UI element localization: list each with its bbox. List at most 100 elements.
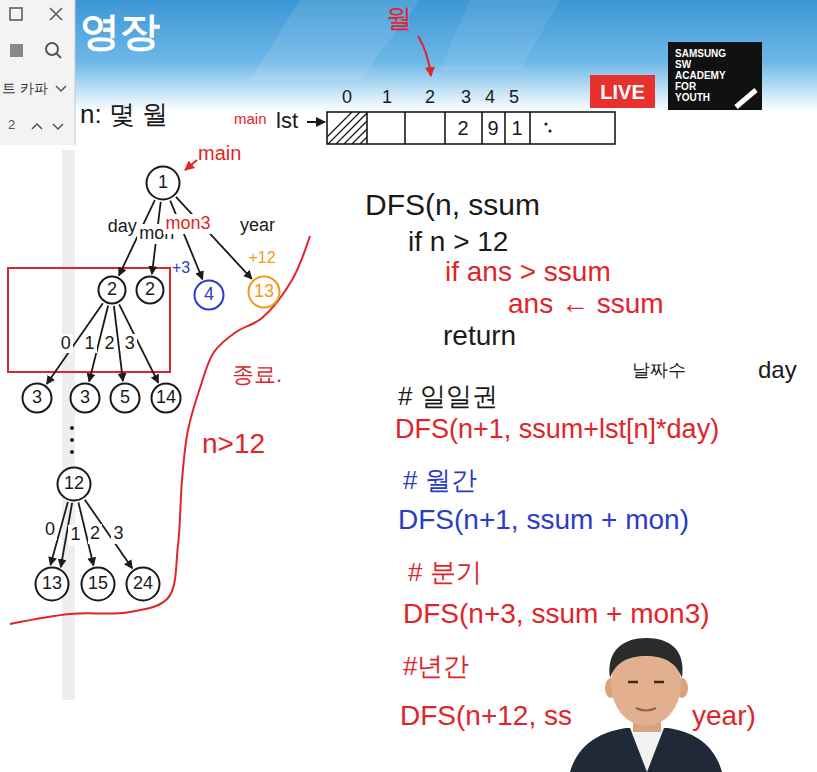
handwritten-note: day [758, 356, 797, 384]
presenter-shirt [630, 728, 664, 772]
array-index: 0 [342, 87, 352, 108]
chevron-icon [56, 86, 66, 91]
sidebar-border [75, 0, 76, 145]
sidebar-panel [0, 0, 75, 145]
handwritten-note: 날짜수 [632, 360, 686, 381]
tree-node: 13 [247, 275, 281, 309]
handwritten-note: 종료. [232, 362, 282, 387]
array-index: 1 [382, 87, 392, 108]
code-line: return [443, 320, 516, 352]
node-circle [137, 277, 164, 304]
window-icon [10, 8, 22, 20]
logo-stripe [736, 90, 756, 107]
tree-node: 4 [193, 279, 225, 311]
presenter-hair [609, 638, 682, 678]
tree-arrow [85, 500, 132, 569]
edge-label: 3 [123, 334, 137, 354]
node-value: 15 [88, 574, 108, 594]
node-value: 24 [133, 574, 153, 594]
continuation-dot [70, 426, 74, 430]
tree-node: 3 [21, 382, 53, 414]
tree-arrow [47, 303, 103, 384]
array-outline [327, 112, 615, 144]
node-value: 14 [156, 388, 176, 408]
array-value: 1 [511, 117, 522, 140]
node-circle [36, 568, 69, 601]
sidebar-page: 2 [8, 118, 15, 133]
presenter-eyes [628, 681, 664, 684]
node-value: 3 [32, 388, 42, 408]
step-note: +12 [248, 249, 275, 267]
live-badge: LIVE [590, 75, 655, 108]
hatch-line [327, 112, 367, 144]
edge-label: 0 [43, 520, 57, 540]
node-circle [195, 281, 224, 310]
tree-node: 2 [135, 275, 165, 305]
tree-arrow [119, 304, 158, 382]
handwritten-note: n: 몇 월 [80, 100, 168, 130]
cutoff-curve [10, 236, 310, 624]
node-value: 12 [64, 474, 84, 494]
edge-label: 2 [88, 524, 102, 544]
node-circle [23, 384, 52, 413]
array-value: 9 [487, 117, 498, 140]
cutoff-curve-group [10, 236, 310, 624]
node-circle [71, 384, 100, 413]
handwritten-note: main [198, 142, 241, 165]
tree-node: 5 [109, 382, 141, 414]
edge-label: 3 [111, 524, 125, 544]
node-text: SAMSUNG SW ACADEMY FOR YOUTH [675, 48, 731, 103]
code-line: DFS(n+12, ss [400, 700, 572, 732]
presenter-suit [570, 728, 722, 772]
tree-node: 24 [125, 566, 161, 602]
node-value: 13 [254, 282, 274, 302]
handwritten-note: 월 [386, 4, 412, 34]
edge-label: 2 [102, 334, 116, 354]
pointer-arrow [307, 121, 325, 123]
title-banner [75, 0, 817, 112]
chevron-icon [32, 124, 42, 129]
array-index: 2 [425, 87, 435, 108]
tree-node: 2 [97, 275, 127, 305]
banner-streak [250, 0, 420, 80]
node-circle [151, 383, 180, 412]
node-value: 4 [204, 285, 214, 305]
edge-label: 1 [68, 525, 82, 545]
array-value: 2 [457, 117, 468, 140]
code-line: DFS(n+3, ssum + mon3) [403, 598, 710, 630]
node-circle [82, 568, 115, 601]
tree-node: 13 [34, 566, 70, 602]
code-comment: #년간 [403, 652, 469, 682]
node-circle [127, 568, 160, 601]
banner-streak [440, 0, 560, 70]
tree-node: 12 [56, 466, 92, 502]
edge-label: mon3 [163, 214, 212, 234]
continuation-dot [70, 438, 74, 442]
hatched-cell [327, 112, 367, 144]
array-divider [367, 112, 530, 144]
condition-note: n>12 [202, 428, 265, 460]
node-value: 2 [145, 280, 155, 300]
node-fill [668, 42, 762, 110]
banner-title: 영장 [80, 8, 160, 54]
node-value: 1 [158, 173, 168, 193]
code-line: ans ← ssum [508, 288, 664, 320]
academy-logo: SAMSUNG SW ACADEMY FOR YOUTH [668, 42, 762, 110]
node-circle [249, 277, 280, 308]
node-value: 2 [107, 280, 117, 300]
node-circle [111, 384, 140, 413]
array-index: 5 [509, 87, 519, 108]
tree-node: 15 [80, 566, 116, 602]
handwritten-note: main [234, 110, 267, 127]
edge-label: day [106, 217, 139, 237]
edge-label: 0 [59, 334, 73, 354]
close-icon [50, 8, 62, 20]
node-text: LIVE [600, 81, 644, 103]
edge-label: 1 [83, 334, 97, 354]
node-value: 13 [42, 574, 62, 594]
code-line: if ans > ssum [445, 256, 611, 288]
variable-name: lst [276, 108, 298, 133]
node-value: 3 [80, 388, 90, 408]
node-circle [58, 468, 91, 501]
